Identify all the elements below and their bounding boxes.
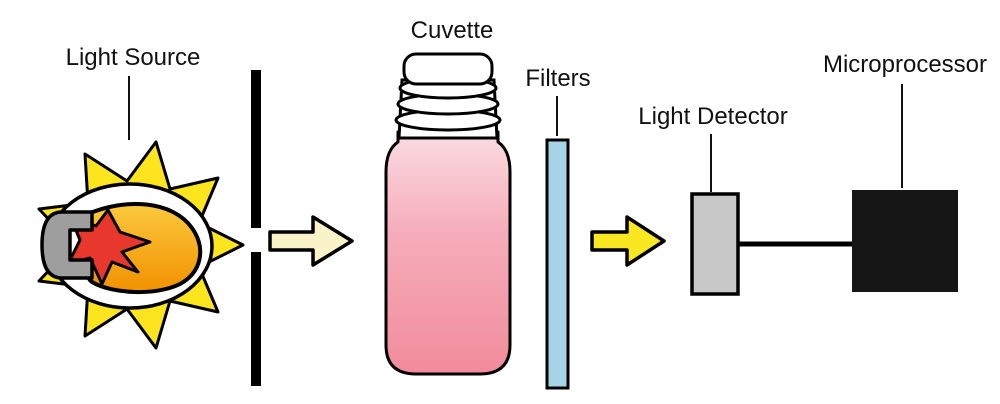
slit-bar-bottom [251,252,261,386]
cuvette-label: Cuvette [411,17,494,44]
light-source-label: Light Source [66,44,201,71]
microprocessor-block [852,190,958,292]
microprocessor-label: Microprocessor [823,51,987,78]
detector-block [690,192,740,296]
bulb-base [40,210,94,280]
beam-arrow-in [268,215,354,267]
cuvette-cap [402,52,494,86]
cuvette-body [384,130,512,376]
filters-label: Filters [525,65,590,92]
beam-arrow-out [590,215,666,267]
filter-slab [545,138,570,390]
microprocessor-group: Microprocessor [823,51,987,292]
filters-group: Filters [525,65,591,390]
light-source-group: Light Source [37,44,245,350]
light-detector-group: Light Detector [638,103,788,296]
slit-bar-top [251,70,261,228]
slit-aperture [251,70,261,386]
cuvette-group: Cuvette [384,17,512,376]
light-detector-label: Light Detector [638,103,787,130]
